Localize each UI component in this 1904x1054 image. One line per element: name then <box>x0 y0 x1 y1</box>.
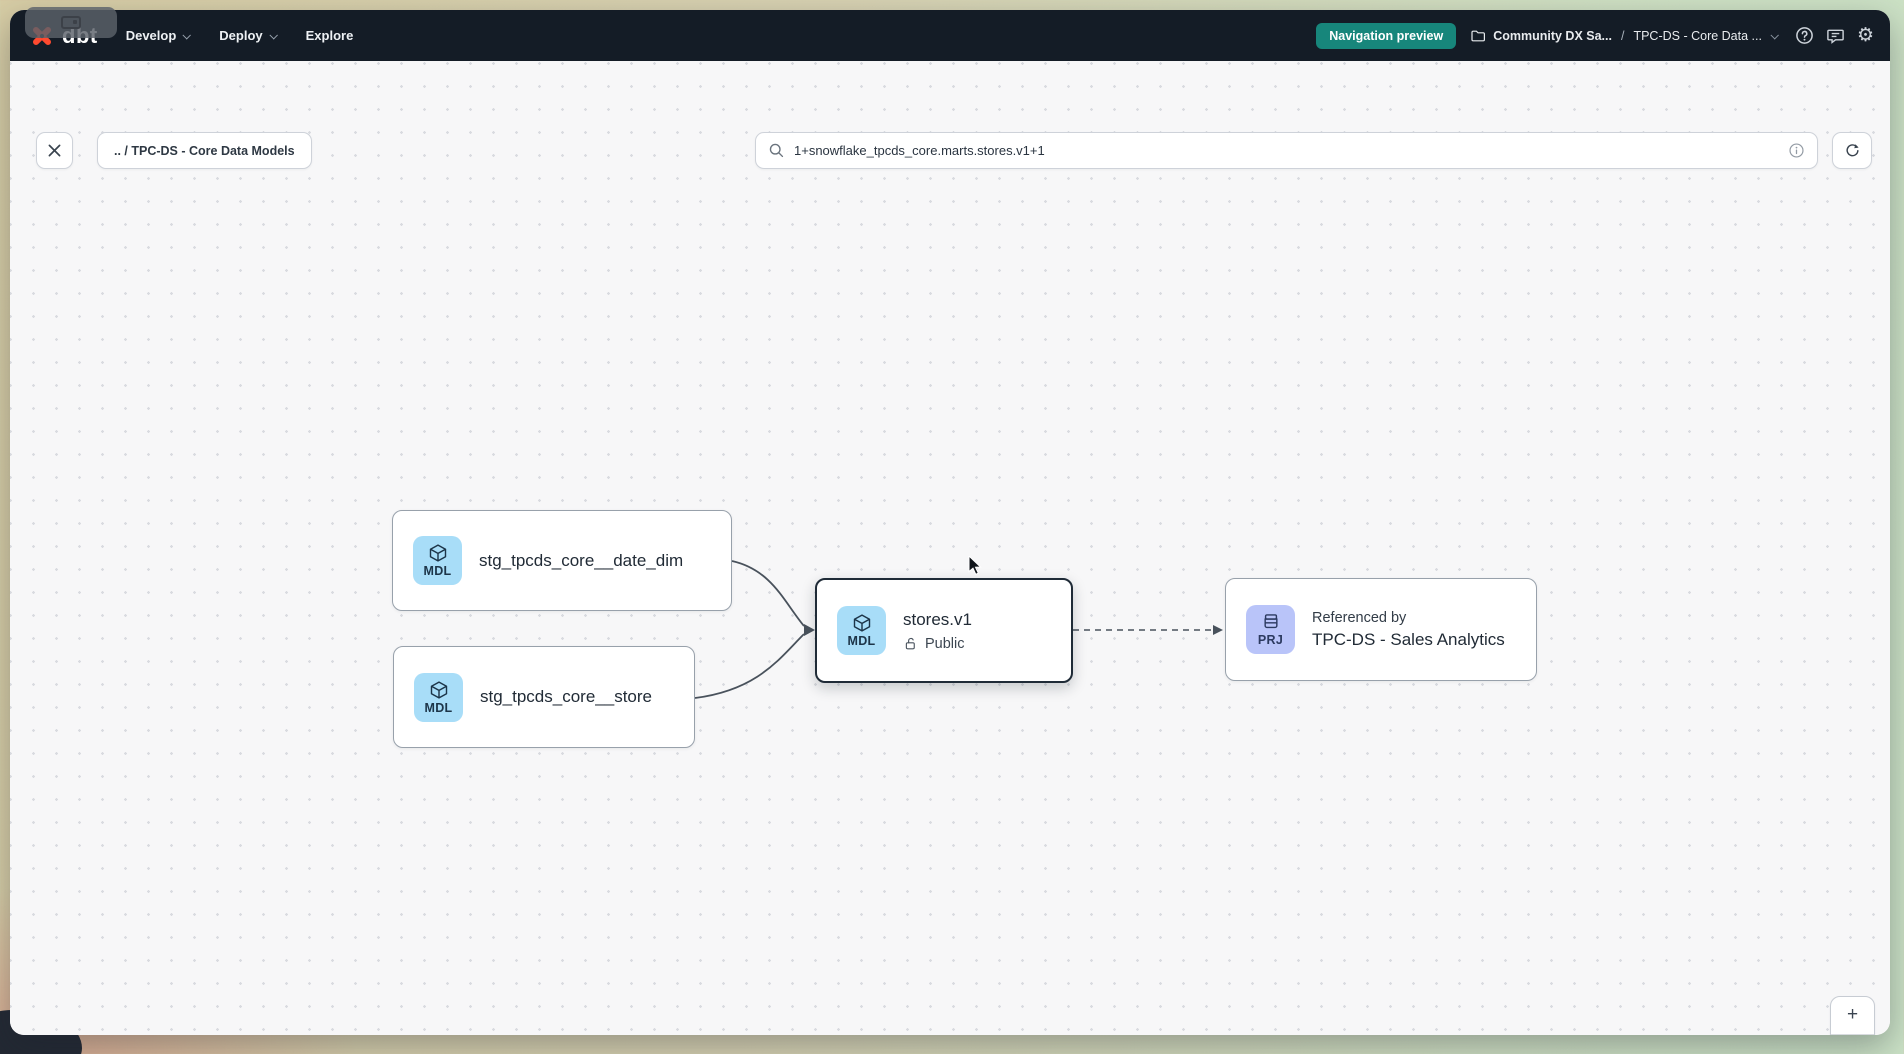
menu-develop[interactable]: Develop <box>126 28 192 43</box>
archive-icon <box>1263 614 1278 629</box>
node-label: stg_tpcds_core__date_dim <box>479 550 684 570</box>
unlock-icon <box>905 637 915 650</box>
badge-label: MDL <box>847 634 876 648</box>
edge-date-dim-to-stores <box>731 560 805 627</box>
info-icon[interactable] <box>1788 142 1805 159</box>
cube-icon <box>430 680 447 699</box>
node-text: Referenced by TPC-DS - Sales Analytics <box>1312 610 1505 650</box>
mouse-cursor <box>968 556 982 575</box>
edge-arrowhead <box>804 624 815 636</box>
node-stores-v1[interactable]: MDL stores.v1 Public <box>815 578 1073 683</box>
menu-explore[interactable]: Explore <box>305 28 354 43</box>
navbar-right: Navigation preview Community DX Sa... / … <box>1316 22 1874 49</box>
edge-store-to-stores <box>694 633 805 699</box>
breadcrumb-project: Community DX Sa... <box>1493 28 1612 43</box>
search-input[interactable] <box>794 143 1779 158</box>
node-label: stg_tpcds_core__store <box>480 687 652 706</box>
badge-label: PRJ <box>1257 633 1284 647</box>
folder-icon <box>1471 30 1486 41</box>
edge-arrowhead <box>1213 625 1223 635</box>
chevron-down-icon <box>1770 30 1779 40</box>
lineage-edges <box>694 560 1223 699</box>
refresh-button[interactable] <box>1832 132 1872 169</box>
chevron-down-icon <box>269 30 278 40</box>
zoom-out-button[interactable]: − <box>1831 1035 1874 1036</box>
screen-capture-indicator <box>25 7 117 38</box>
model-badge: MDL <box>837 606 886 655</box>
top-navbar: dbt Develop Deploy Explore Navigation pr… <box>10 10 1890 61</box>
close-button[interactable] <box>36 132 73 169</box>
node-text: stores.v1 Public <box>903 610 972 652</box>
help-icon[interactable] <box>1795 26 1814 45</box>
gear-icon[interactable]: ⚙ <box>1856 24 1874 46</box>
model-badge: MDL <box>414 672 463 722</box>
model-badge: MDL <box>413 536 462 585</box>
node-stg-tpcds-core-date-dim[interactable]: MDL stg_tpcds_core__date_dim <box>392 510 732 611</box>
node-label: TPC-DS - Sales Analytics <box>1312 629 1505 649</box>
app-window: dbt Develop Deploy Explore Navigation pr… <box>10 10 1890 1035</box>
lineage-path-chip[interactable]: .. / TPC-DS - Core Data Models <box>97 132 312 169</box>
node-stg-tpcds-core-store[interactable]: MDL stg_tpcds_core__store <box>393 646 695 748</box>
navbar-icons: ⚙ <box>1795 26 1874 45</box>
chevron-down-icon <box>182 30 192 40</box>
badge-label: MDL <box>423 564 452 578</box>
node-label: stores.v1 <box>903 609 972 629</box>
node-access: Public <box>903 636 972 652</box>
lineage-canvas[interactable]: .. / TPC-DS - Core Data Models <box>10 61 1890 1035</box>
search-icon <box>769 143 784 158</box>
main-menu: Develop Deploy Explore <box>126 28 354 43</box>
cube-icon <box>853 614 870 632</box>
close-icon <box>48 144 61 157</box>
zoom-in-button[interactable]: + <box>1831 997 1874 1035</box>
cube-icon <box>429 544 446 562</box>
feedback-icon[interactable] <box>1826 26 1845 45</box>
project-badge: PRJ <box>1246 605 1295 654</box>
zoom-controls: + − <box>1830 996 1875 1035</box>
node-referenced-by-label: Referenced by <box>1312 609 1407 626</box>
lineage-search[interactable] <box>755 132 1818 169</box>
badge-label: MDL <box>424 700 453 715</box>
camera-icon <box>61 16 81 29</box>
node-referenced-by-sales-analytics[interactable]: PRJ Referenced by TPC-DS - Sales Analyti… <box>1225 578 1537 681</box>
refresh-icon <box>1845 144 1859 157</box>
navigation-preview-badge[interactable]: Navigation preview <box>1316 22 1457 49</box>
breadcrumb[interactable]: Community DX Sa... / TPC-DS - Core Data … <box>1470 28 1779 44</box>
menu-deploy[interactable]: Deploy <box>219 28 278 43</box>
breadcrumb-separator: / <box>1620 28 1625 43</box>
breadcrumb-current: TPC-DS - Core Data ... <box>1633 28 1762 43</box>
